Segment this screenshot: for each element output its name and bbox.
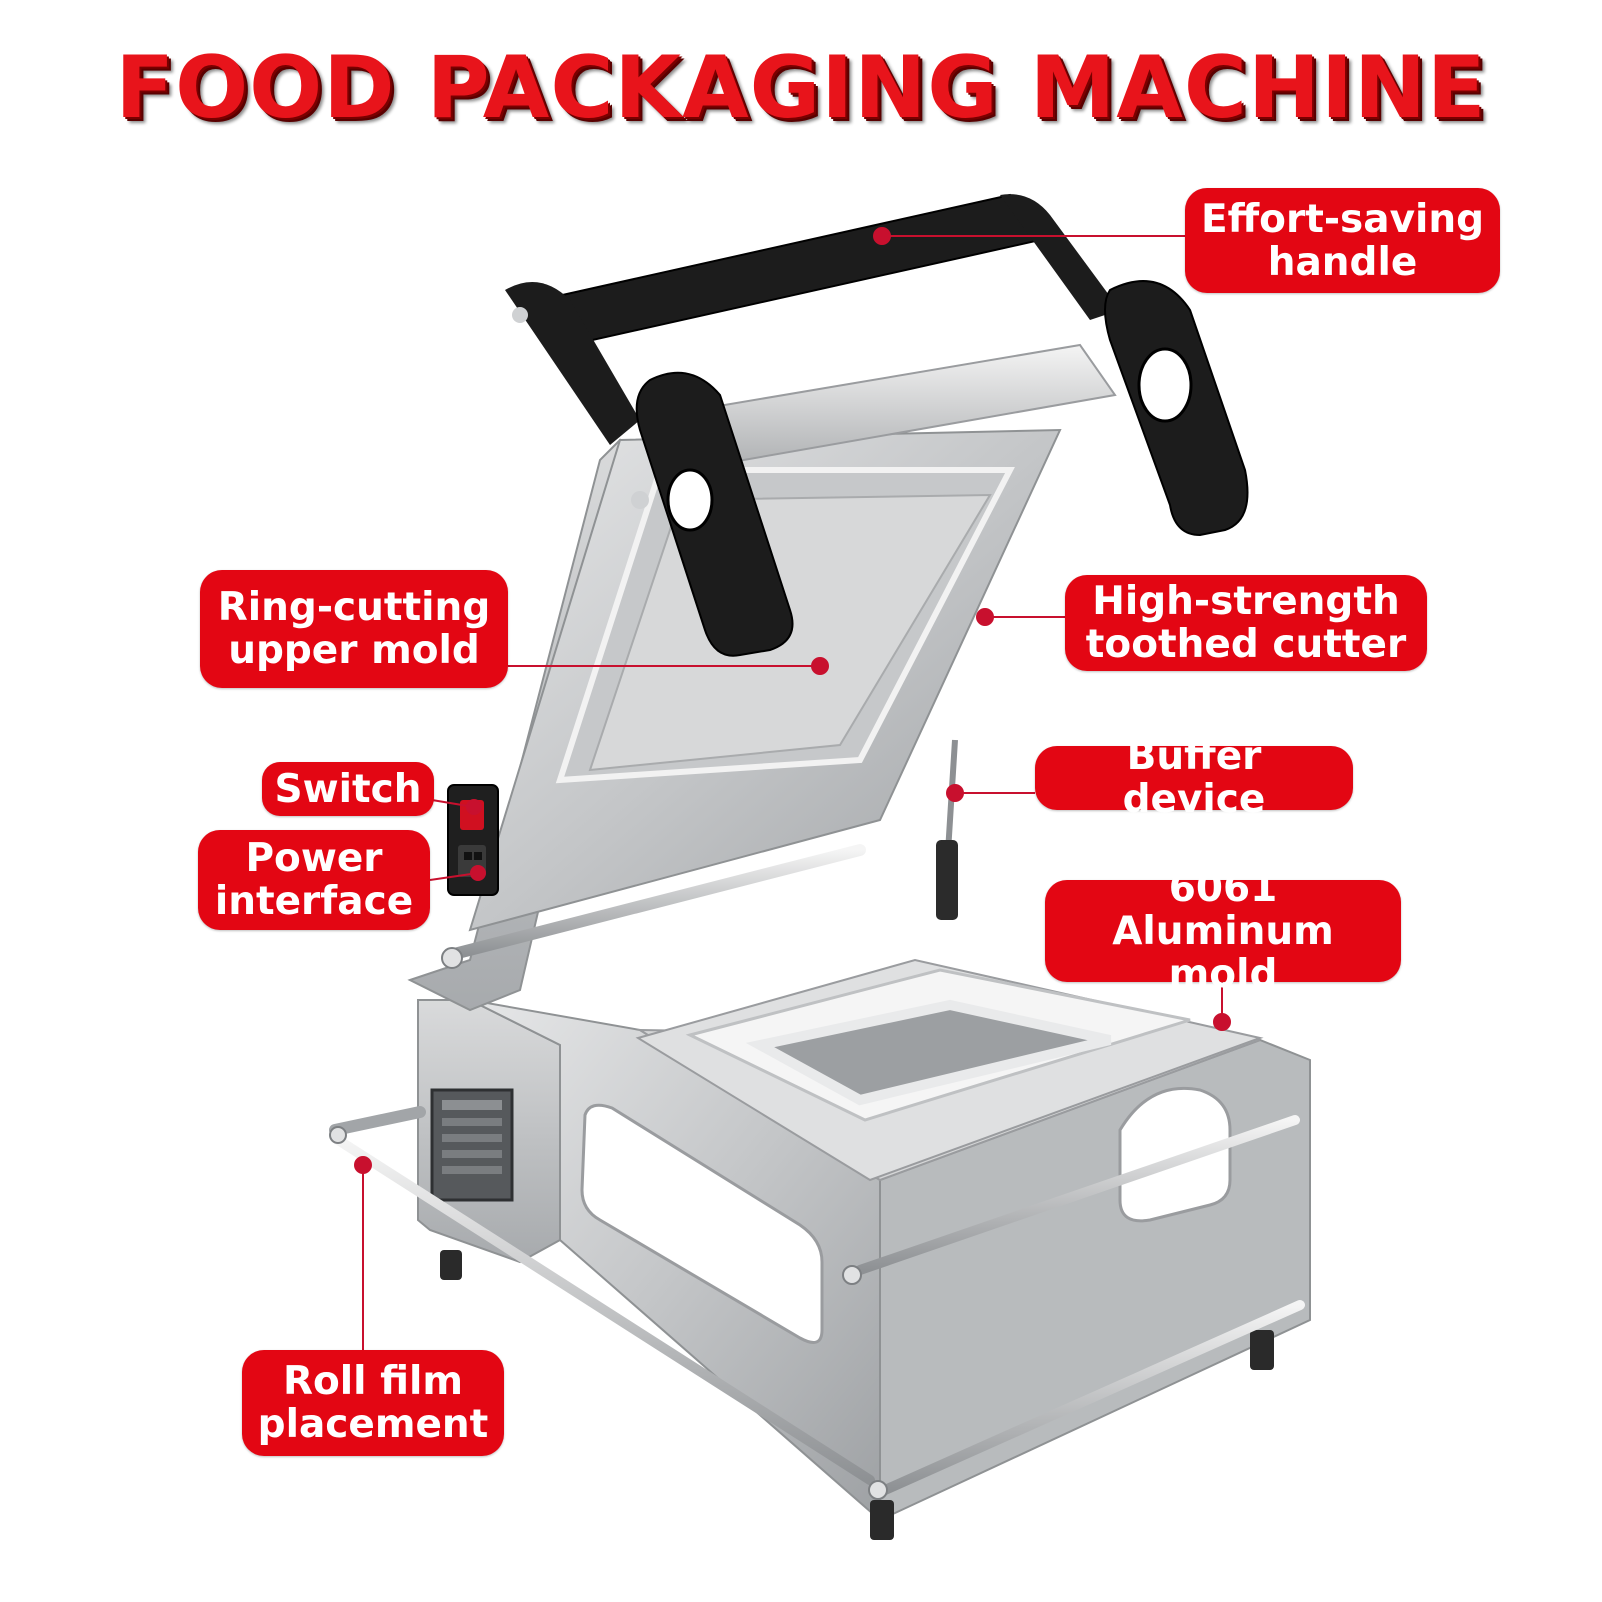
base-frame [417,999,1311,1540]
label-switch: Switch [262,762,434,816]
upper-mold [468,428,1062,932]
leader-dot-cutter [976,608,994,626]
switch-power-module [447,784,499,896]
page-title: FOOD PACKAGING MACHINE [115,38,1487,138]
label-buffer-device: Buffer device [1035,735,1353,821]
leader-dot-power [470,865,486,881]
leader-dot-upper-mold [811,657,829,675]
buffer-rod [936,739,958,920]
leader-dot-handle [873,227,891,245]
roll-film-bars [329,1106,1305,1500]
handle [505,193,1249,657]
leader-dot-aluminum-mold [1213,1013,1231,1031]
leader-lines [354,227,1231,1350]
leader-dot-roll-film [354,1156,372,1174]
leader-dot-switch [466,799,482,815]
aluminum-mold [635,958,1264,1182]
leader-dot-buffer [946,784,964,802]
